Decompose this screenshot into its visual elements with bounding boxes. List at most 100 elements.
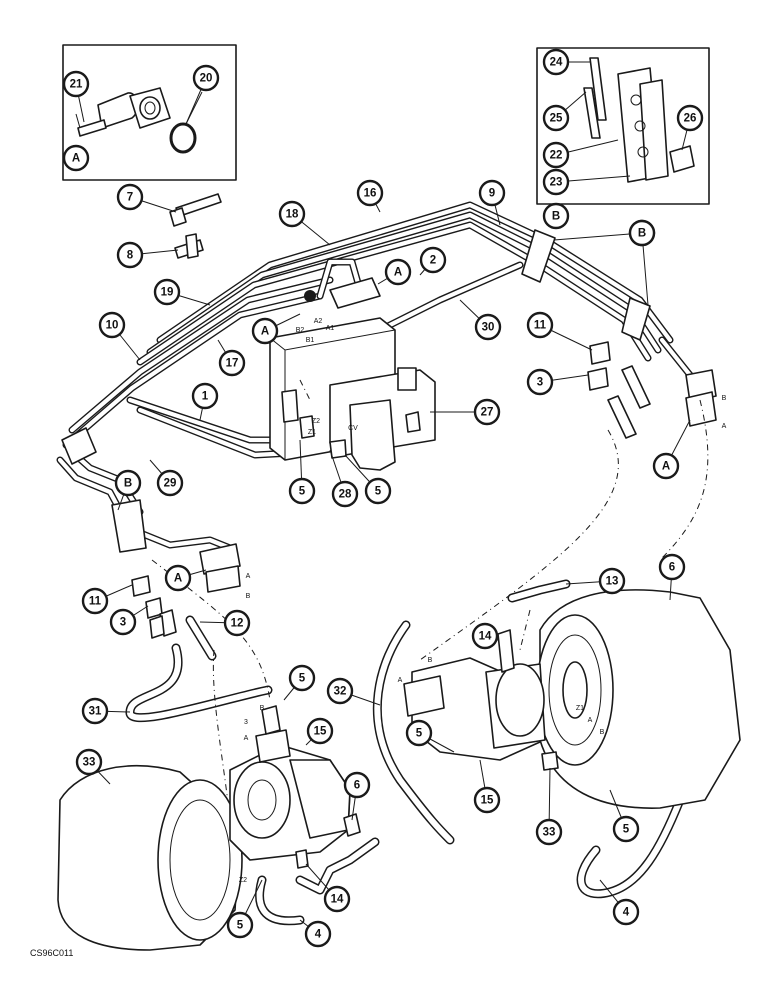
callout-27: 27 xyxy=(430,398,501,426)
callout-33: 33 xyxy=(535,767,563,846)
callout-number: 14 xyxy=(331,894,344,906)
callout-3: 3 xyxy=(109,605,149,636)
callout-bubble xyxy=(473,786,501,814)
callout-number: 4 xyxy=(623,907,630,919)
callout-5: 5 xyxy=(283,664,316,701)
callout-bubble xyxy=(331,480,359,508)
callout-bubble xyxy=(81,587,109,615)
callout-number: A xyxy=(394,267,402,279)
port-label: B1 xyxy=(306,337,315,344)
callout-bubble xyxy=(98,311,126,339)
callout-5: 5 xyxy=(405,719,455,753)
callout-number: 12 xyxy=(231,618,244,630)
callout-bubble xyxy=(542,202,570,230)
fittings-7-8 xyxy=(169,193,222,259)
callout-bubble xyxy=(405,719,433,747)
callout-bubble xyxy=(223,609,251,637)
callout-number: 21 xyxy=(70,79,83,91)
callout-number: 26 xyxy=(684,113,697,125)
callout-23: 23 xyxy=(542,168,631,196)
callout-number: 22 xyxy=(550,150,563,162)
callout-7: 7 xyxy=(116,183,177,213)
callout-number: 33 xyxy=(543,827,556,839)
callout-bubble xyxy=(278,200,306,228)
callout-bubble xyxy=(218,349,246,377)
callout-bubble xyxy=(526,368,554,396)
callout-11: 11 xyxy=(81,584,133,615)
plug-dot xyxy=(304,290,316,302)
callout-13: 13 xyxy=(565,567,626,595)
callout-B: B xyxy=(542,202,570,230)
callout-15: 15 xyxy=(305,717,334,746)
port-label: Z1 xyxy=(308,429,316,436)
callout-bubble xyxy=(419,246,447,274)
inset-b-frame xyxy=(536,47,710,205)
callout-24: 24 xyxy=(542,48,590,76)
callout-bubble xyxy=(478,179,506,207)
callout-number: 3 xyxy=(537,377,543,389)
callout-2: 2 xyxy=(419,246,447,276)
callout-30: 30 xyxy=(459,299,502,341)
port-label: A1 xyxy=(326,325,335,332)
callout-bubble xyxy=(62,144,90,172)
callout-number: 1 xyxy=(202,391,209,403)
callout-A: A xyxy=(164,564,207,592)
callout-number: 33 xyxy=(83,757,96,769)
callout-32: 32 xyxy=(326,677,381,706)
callout-1: 1 xyxy=(191,382,219,421)
callout-bubble xyxy=(116,241,144,269)
callout-bubble xyxy=(62,70,90,98)
callout-bubble xyxy=(628,219,656,247)
callout-bubble xyxy=(364,477,392,505)
port-label: B2 xyxy=(296,327,305,334)
callout-bubble xyxy=(542,48,570,76)
port-label: B xyxy=(428,657,433,664)
callout-number: A xyxy=(174,573,182,585)
callout-28: 28 xyxy=(329,449,359,508)
left-flange-connections: A B xyxy=(131,543,251,639)
callout-number: 5 xyxy=(237,920,244,932)
callout-number: 5 xyxy=(416,728,423,740)
callout-31: 31 xyxy=(81,697,131,725)
leader-line xyxy=(553,232,643,241)
callout-bubble xyxy=(473,398,501,426)
callout-bubble xyxy=(542,104,570,132)
callout-bubble xyxy=(356,179,384,207)
callout-21: 21 xyxy=(62,70,90,123)
callout-5: 5 xyxy=(288,439,316,505)
callout-bubble xyxy=(676,104,704,132)
callout-bubble xyxy=(109,608,137,636)
callout-number: B xyxy=(552,211,560,223)
callout-16: 16 xyxy=(356,179,384,213)
callout-5: 5 xyxy=(609,789,640,843)
callout-number: 11 xyxy=(89,596,102,608)
callout-8: 8 xyxy=(116,241,179,269)
port-label: A xyxy=(244,735,249,742)
callout-bubble xyxy=(288,477,316,505)
callout-bubble xyxy=(164,564,192,592)
callout-14: 14 xyxy=(471,622,499,650)
callout-bubble xyxy=(81,697,109,725)
callout-25: 25 xyxy=(542,91,587,132)
callout-11: 11 xyxy=(526,311,593,351)
port-label: A xyxy=(246,573,251,580)
port-label: Z1 xyxy=(576,705,584,712)
tube-clamps xyxy=(61,229,651,553)
callout-number: 9 xyxy=(489,188,495,200)
port-label: A xyxy=(722,423,727,430)
callout-number: 31 xyxy=(89,706,102,718)
clamp-bolt-short xyxy=(583,87,601,139)
callout-number: 32 xyxy=(334,686,347,698)
callout-bubble xyxy=(226,911,254,939)
callout-bubble xyxy=(535,818,563,846)
callout-number: 8 xyxy=(127,250,134,262)
callout-A: A xyxy=(251,313,301,345)
callout-number: 19 xyxy=(161,287,174,299)
callout-10: 10 xyxy=(98,311,141,361)
callout-22: 22 xyxy=(542,139,619,169)
callout-bubble xyxy=(75,748,103,776)
callout-number: 10 xyxy=(106,320,119,332)
right-travel-drive: B A Z1 A B xyxy=(398,589,741,809)
